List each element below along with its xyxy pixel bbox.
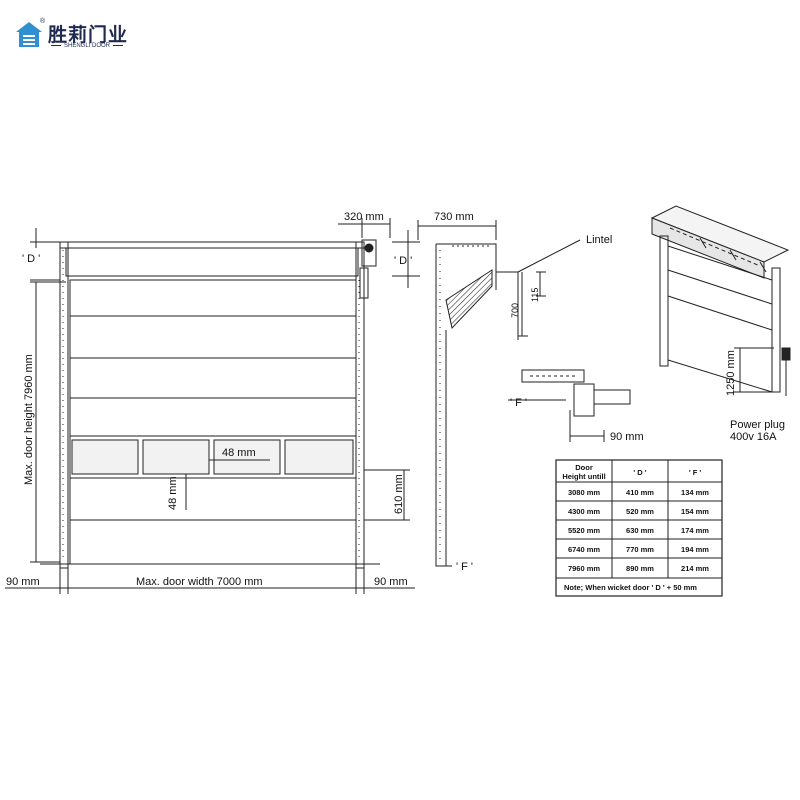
vision-window-3 (213, 439, 281, 475)
lintel-leader (517, 239, 581, 273)
table-cell: 3080 mm (568, 488, 600, 497)
house-icon (16, 22, 42, 47)
detail-arm (593, 389, 631, 405)
motor-bracket (359, 267, 369, 299)
iso-slat-3 (759, 261, 767, 273)
isometric-view (650, 205, 791, 396)
motor-unit (361, 239, 377, 267)
table-cell: 520 mm (626, 507, 654, 516)
label-power-plug: Power plug (730, 419, 785, 431)
iso-left-post (659, 235, 669, 367)
label-max-height: Max. door height 7960 mm (23, 354, 35, 485)
top-housing (59, 241, 365, 249)
table-cell: 6740 mm (568, 545, 600, 554)
side-guide (435, 244, 447, 567)
vision-window-4 (284, 439, 354, 475)
label-max-width: Max. door width 7000 mm (136, 576, 263, 588)
iso-seam-2 (667, 295, 773, 331)
vision-window-2 (142, 439, 210, 475)
iso-right-post (771, 267, 781, 393)
brand-name-en: SHENGLI DOOR (48, 43, 126, 49)
side-view (417, 220, 581, 567)
label-detail-f: ' F ' (510, 397, 527, 409)
label-90-right: 90 mm (374, 576, 408, 588)
label-d-right: ' D ' (394, 255, 412, 267)
iso-housing-detail (669, 227, 761, 267)
dimension-table: Door Height untill ' D ' ' F ' 3080 mm 4… (555, 459, 723, 597)
label-320: 320 mm (344, 211, 384, 223)
table-cell: 154 mm (681, 507, 709, 516)
label-1250: 1250 mm (725, 350, 737, 396)
iso-seam-1 (667, 269, 773, 305)
label-48-horizontal: 48 mm (222, 447, 256, 459)
side-hatched-bracket (445, 269, 493, 330)
iso-slat-1 (699, 237, 707, 249)
table-cell: 630 mm (626, 526, 654, 535)
table-header-height: Height untill (562, 472, 605, 481)
table-cell: 5520 mm (568, 526, 600, 535)
vision-window-1 (71, 439, 139, 475)
label-detail-90: 90 mm (610, 431, 644, 443)
label-90-left: 90 mm (6, 576, 40, 588)
left-guide-post (59, 241, 69, 569)
table-cell: 890 mm (626, 564, 654, 573)
registered-mark: ® (40, 18, 46, 25)
iso-slat-2 (729, 249, 737, 261)
table-cell: 7960 mm (568, 564, 600, 573)
label-power-spec: 400v 16A (730, 431, 777, 443)
table-cell: 134 mm (681, 488, 709, 497)
roller-box (65, 247, 359, 277)
brand-logo: ® 胜莉门业 SHENGLI DOOR (14, 18, 127, 54)
label-115: 115 (530, 288, 540, 302)
label-d-left: ' D ' (22, 253, 40, 265)
table-cell: 194 mm (681, 545, 709, 554)
label-f-bottom: ' F ' (456, 561, 473, 573)
table-cell: 174 mm (681, 526, 709, 535)
detail-bracket (573, 383, 595, 417)
table-header-f: ' F ' (689, 468, 702, 477)
table-cell: 410 mm (626, 488, 654, 497)
label-610: 610 mm (393, 474, 405, 514)
iso-housing-front (651, 217, 765, 279)
table-note: Note; When wicket door ' D ' + 50 mm (564, 583, 697, 592)
front-view (5, 218, 420, 594)
table-border (555, 459, 723, 597)
power-plug-icon (781, 347, 791, 361)
label-48-vertical: 48 mm (167, 476, 179, 510)
motor-drive (364, 243, 374, 253)
brand-name-cn: 胜莉门业 (48, 24, 129, 46)
label-700: 700 (510, 303, 520, 318)
label-730: 730 mm (434, 211, 474, 223)
table-cell: 770 mm (626, 545, 654, 554)
door-curtain (69, 279, 357, 565)
table-header-d: ' D ' (633, 468, 646, 477)
table-cell: 214 mm (681, 564, 709, 573)
label-lintel: Lintel (586, 234, 612, 246)
detail-view (508, 369, 631, 442)
detail-top-plate (521, 369, 585, 383)
table-header-door: Door (575, 463, 593, 472)
table-cell: 4300 mm (568, 507, 600, 516)
